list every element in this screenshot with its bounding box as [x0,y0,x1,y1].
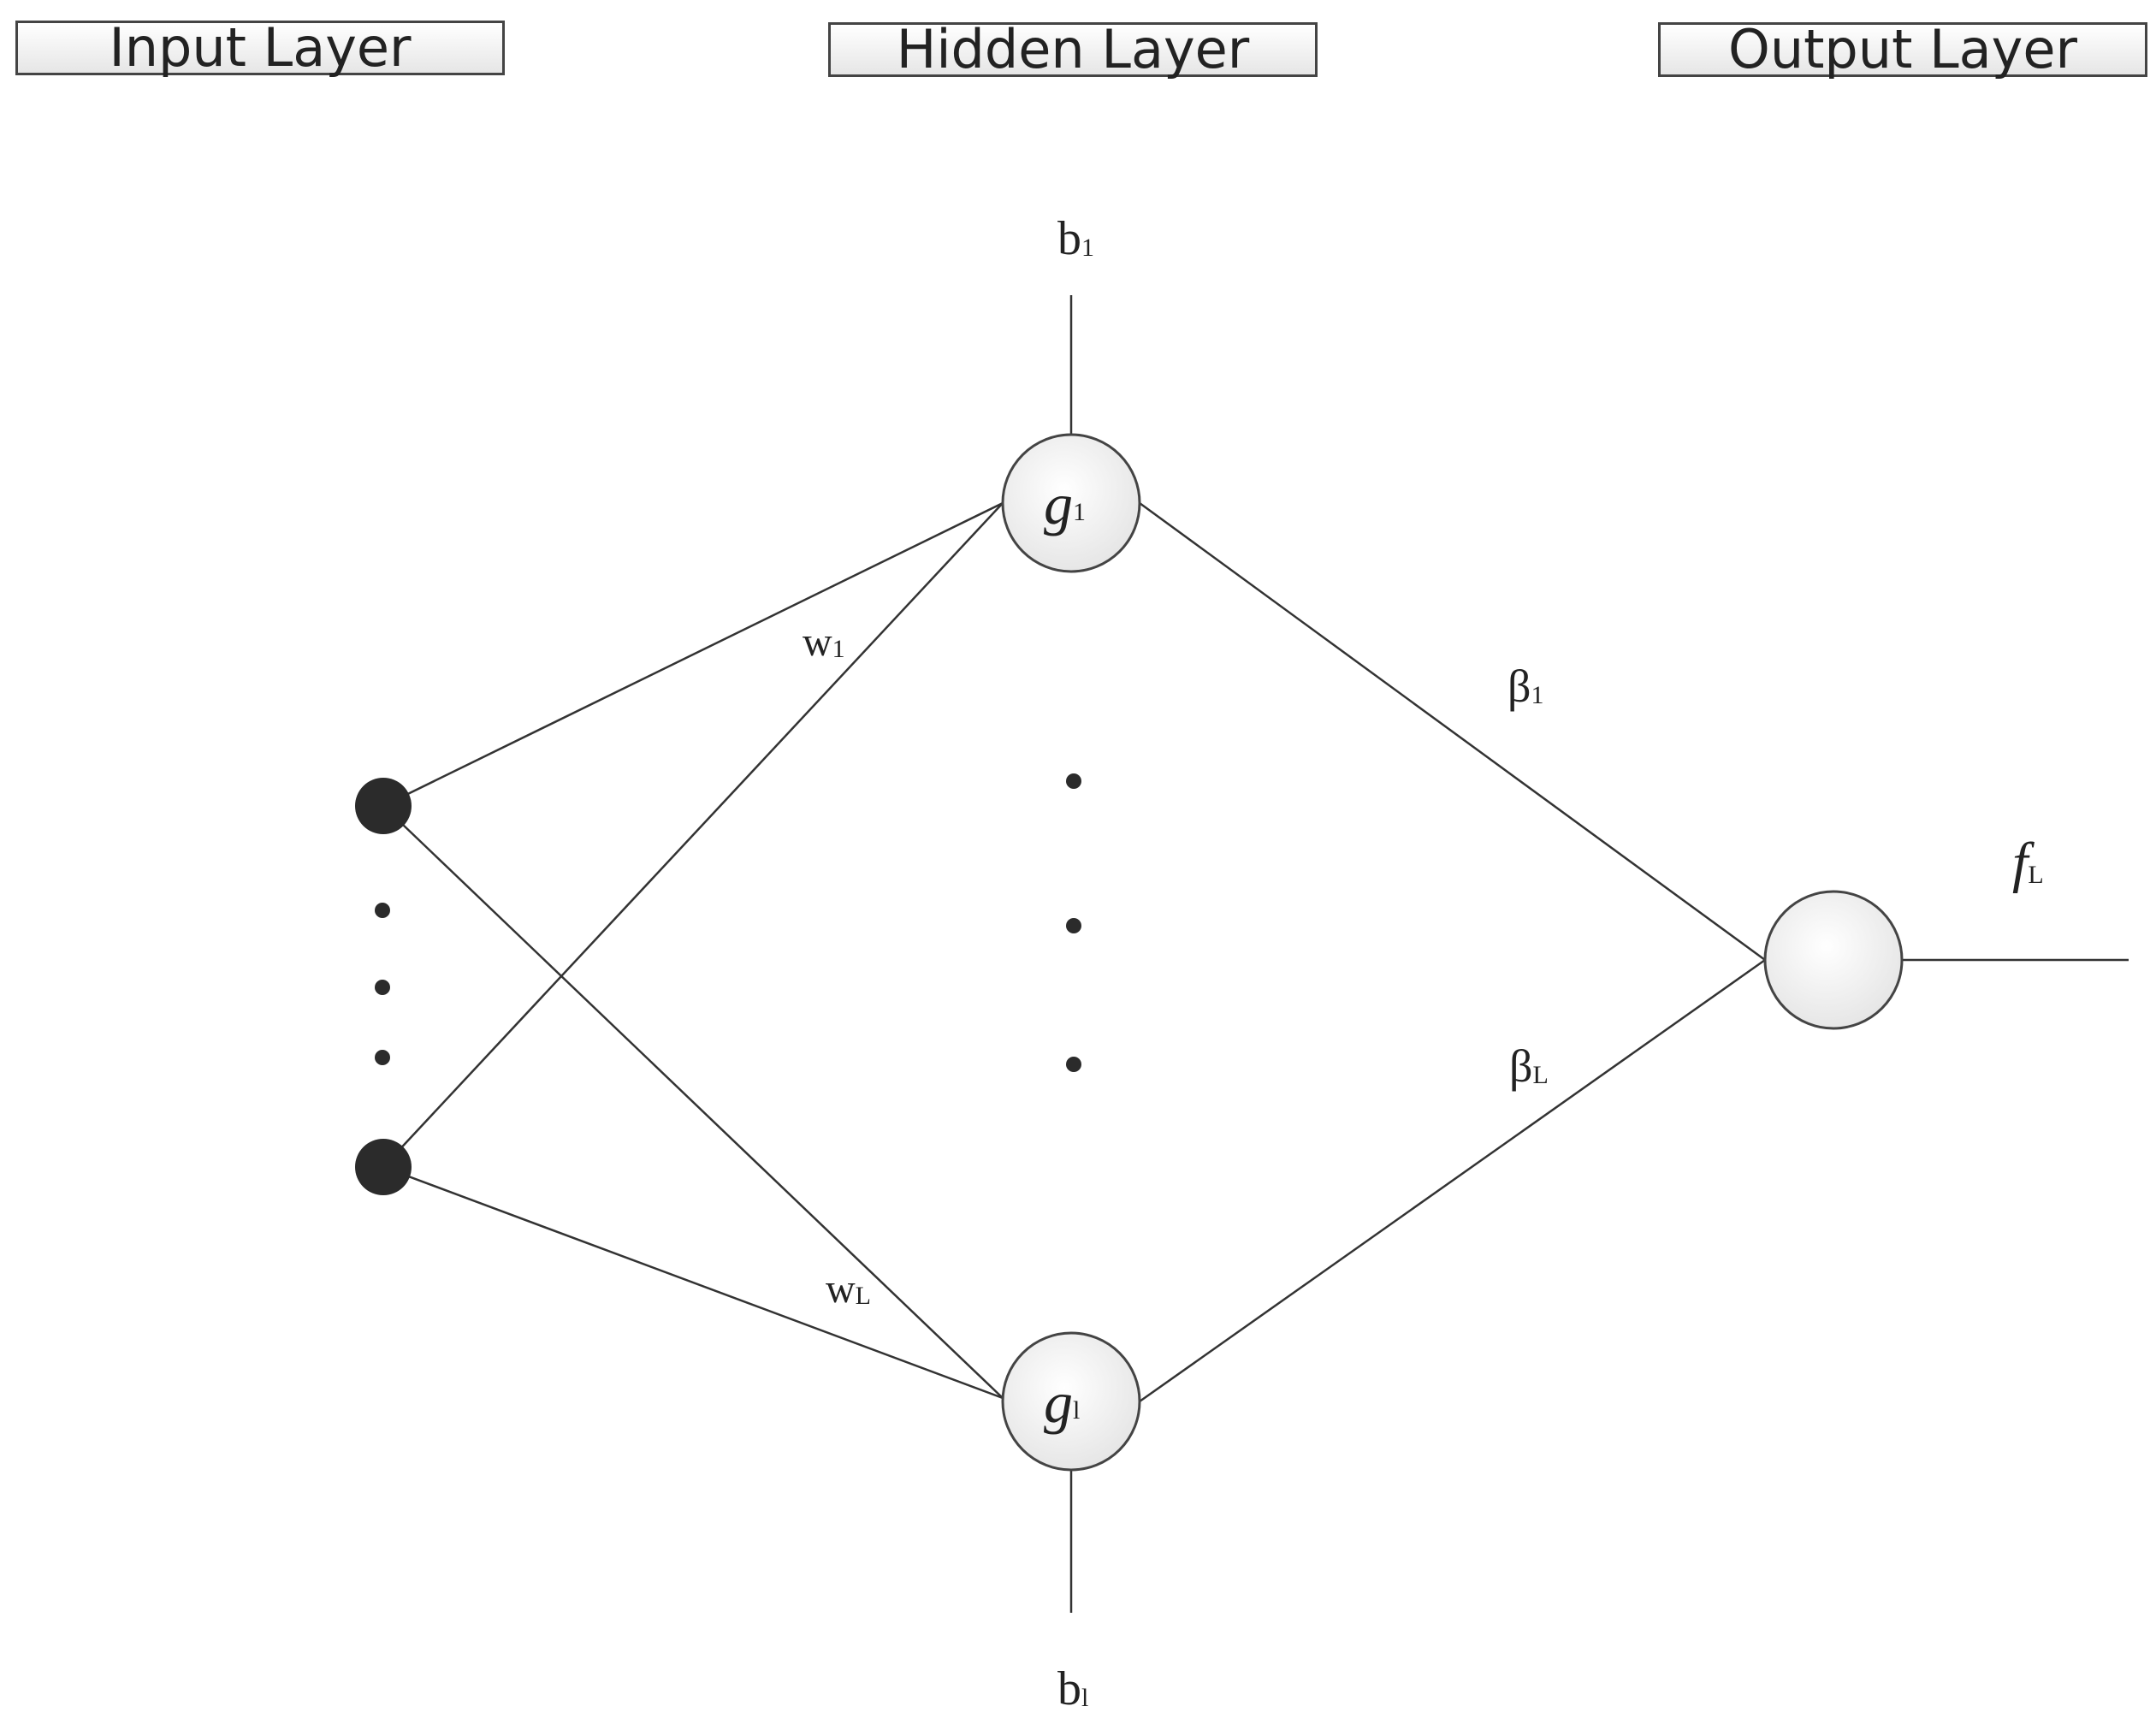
output-weight-label-beta1: β1 [1507,661,1543,712]
input-node-2 [355,1139,412,1195]
weight-label-wL: wL [826,1266,871,1312]
edge-in2-g1 [382,502,1004,1168]
hidden-layer-label: Hidden Layer [896,18,1250,80]
output-layer-label: Output Layer [1728,18,2077,80]
input-layer-label: Input Layer [109,16,412,79]
input-ellipsis [375,903,390,1065]
bias-label-bottom: bl [1057,1662,1088,1715]
hidden-node-g1 [1001,433,1141,573]
edge-in2-gl [382,1165,1004,1400]
edge-gl-out [1139,958,1766,1403]
hidden-node-label-gl: gl [1044,1370,1080,1435]
hidden-layer-box: Hidden Layer [828,22,1318,77]
output-weight-label-betaL: βL [1509,1040,1549,1092]
edge-g1-out [1139,501,1766,962]
input-layer-box: Input Layer [15,21,505,75]
edge-in1-gl [382,805,1004,1399]
hidden-node-gl [1001,1331,1141,1472]
edge-in1-g1 [382,501,1004,808]
input-node-1 [355,778,412,834]
hidden-ellipsis [1066,773,1081,1072]
bias-label-top: b1 [1057,212,1094,265]
hidden-node-label-g1: g1 [1044,471,1086,536]
output-layer-box: Output Layer [1658,22,2147,77]
output-node [1763,890,1904,1030]
connections [382,295,2129,1613]
output-label-fL: fL [2012,832,2044,894]
weight-label-w1: w1 [803,619,845,665]
